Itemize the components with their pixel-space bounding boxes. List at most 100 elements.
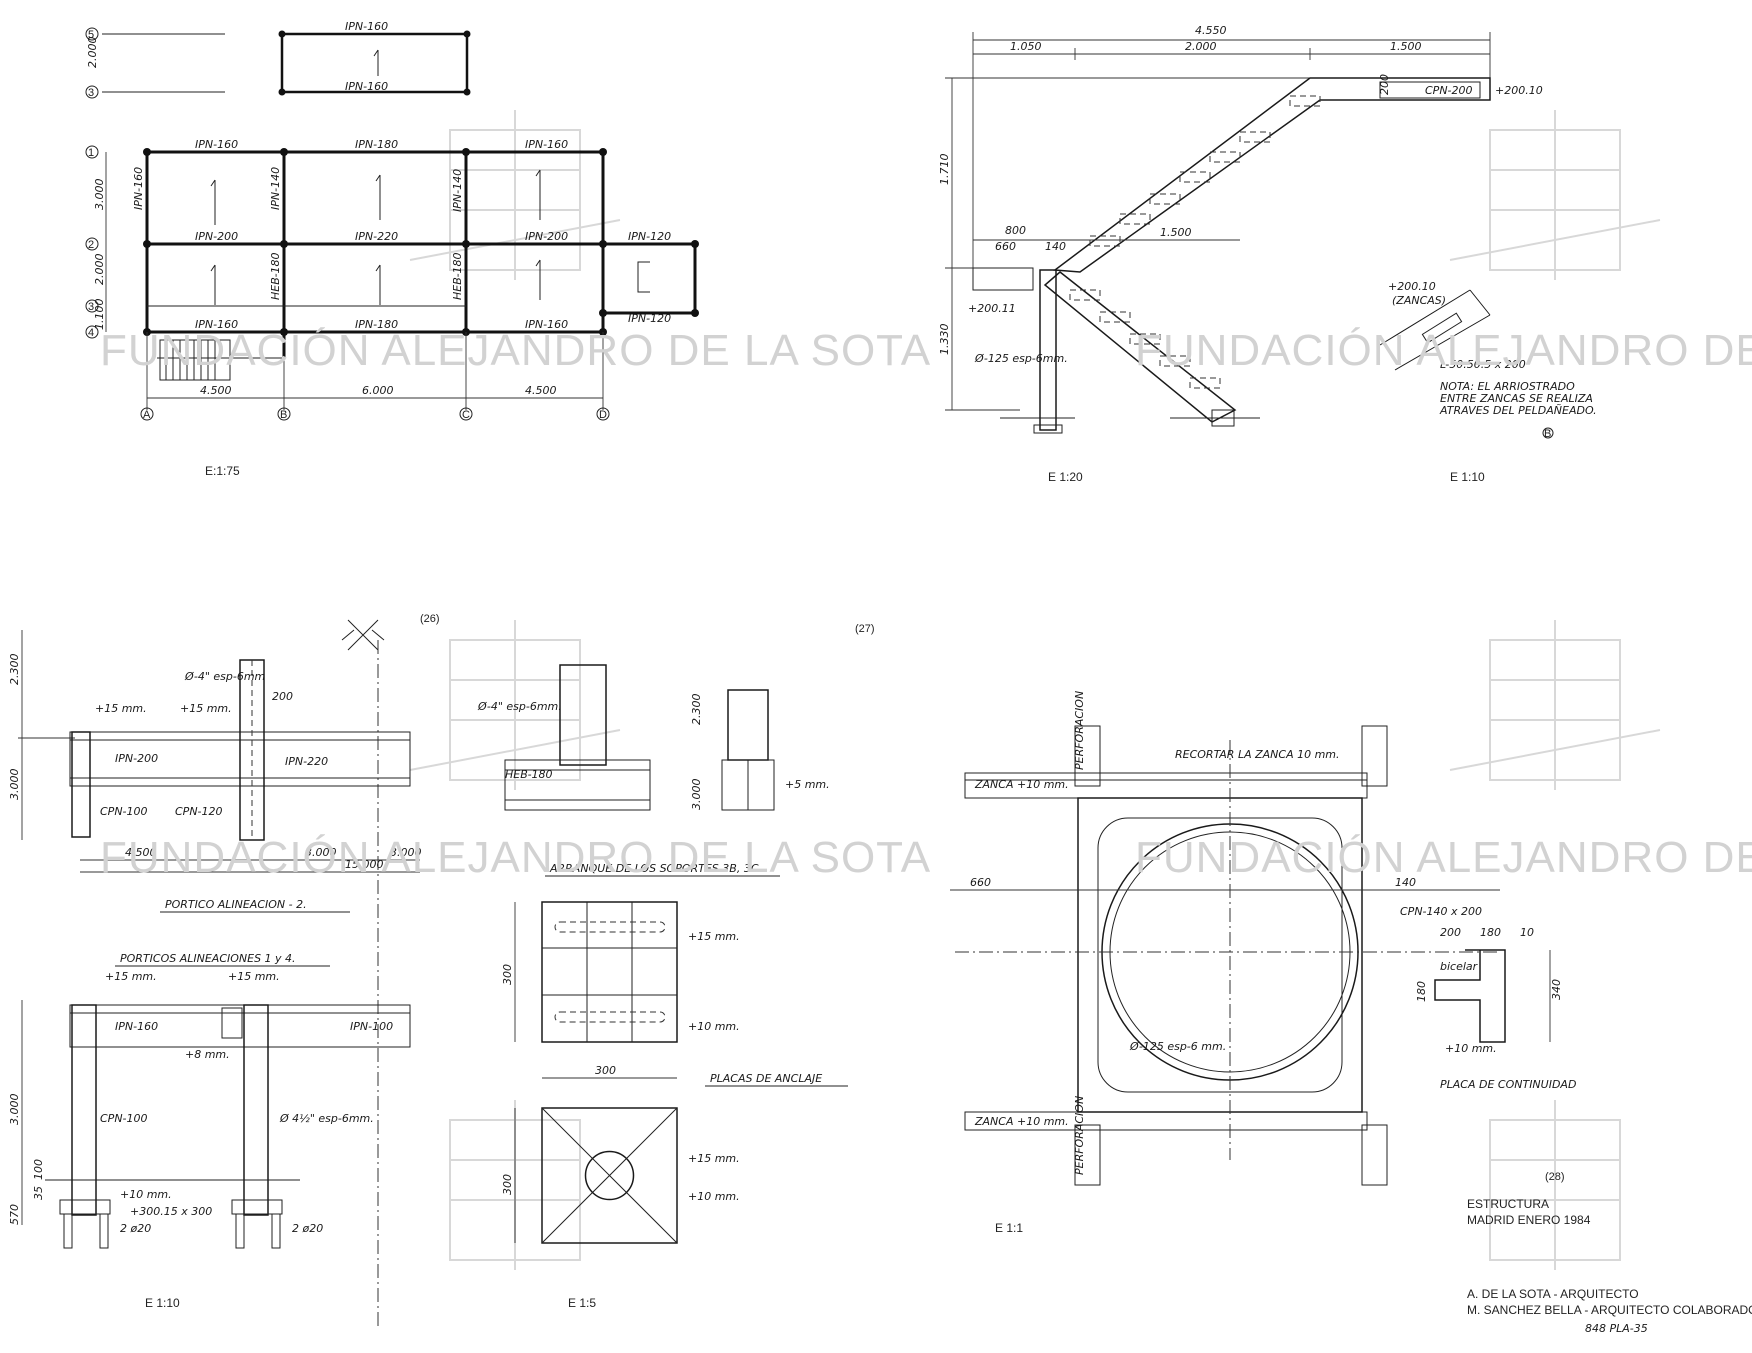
svg-text:800: 800 — [1005, 224, 1026, 237]
svg-text:MADRID ENERO 1984: MADRID ENERO 1984 — [1467, 1213, 1591, 1227]
supports-title: ARRANQUE DE LOS SOPORTES 3B, 3C. — [549, 862, 762, 875]
beam-label: IPN-120 — [628, 312, 671, 325]
beam-label: IPN-180 — [355, 318, 398, 331]
svg-text:CPN-100: CPN-100 — [100, 1112, 148, 1125]
svg-text:+15 mm.: +15 mm. — [95, 702, 147, 715]
svg-text:A: A — [143, 409, 151, 421]
svg-text:L-50.50.5 x 200: L-50.50.5 x 200 — [1440, 358, 1526, 371]
svg-text:+10 mm.: +10 mm. — [688, 1190, 740, 1203]
svg-text:660: 660 — [995, 240, 1016, 253]
plates-title: PLACAS DE ANCLAJE — [710, 1072, 822, 1085]
svg-text:C: C — [462, 409, 470, 421]
svg-text:3.000: 3.000 — [8, 1094, 21, 1126]
axis-bubbles-left: 1 2 3 4 — [85, 145, 99, 339]
svg-text:180: 180 — [1415, 981, 1428, 1002]
svg-text:HEB-180: HEB-180 — [505, 768, 553, 781]
svg-text:180: 180 — [1480, 926, 1501, 939]
svg-text:3.000: 3.000 — [390, 846, 422, 859]
beam-label: HEB-180 — [269, 252, 282, 300]
scale-label: E 1:1 — [995, 1221, 1023, 1235]
beam-label: IPN-160 — [195, 318, 238, 331]
axis-bubbles-bottom: A B C D — [140, 407, 610, 421]
svg-text:1.710: 1.710 — [938, 154, 951, 186]
svg-text:200: 200 — [1378, 74, 1391, 95]
svg-text:3.000: 3.000 — [305, 846, 337, 859]
svg-text:35: 35 — [32, 1186, 45, 1200]
svg-text:IPN-160: IPN-160 — [115, 1020, 158, 1033]
svg-text:3.000: 3.000 — [690, 779, 703, 811]
svg-text:300: 300 — [501, 964, 514, 985]
svg-text:CPN-120: CPN-120 — [175, 805, 223, 818]
axis-3b-label: 3 — [88, 87, 94, 99]
svg-text:FUNDACIÓN ALEJANDRO DE LA SOTA: FUNDACIÓN ALEJANDRO DE LA SOTA — [1135, 833, 1752, 882]
svg-text:IPN-200: IPN-200 — [115, 752, 158, 765]
scale-label: E 1:10 — [1450, 470, 1485, 484]
svg-text:+15 mm.: +15 mm. — [180, 702, 232, 715]
title-block: ESTRUCTURA MADRID ENERO 1984 A. DE LA SO… — [1467, 1197, 1752, 1335]
svg-text:Ø-125 esp-6mm.: Ø-125 esp-6mm. — [974, 352, 1068, 365]
svg-text:2.300: 2.300 — [8, 654, 21, 686]
svg-text:+200.11: +200.11 — [968, 302, 1016, 315]
overall-dim: 4.550 — [1195, 24, 1227, 37]
svg-text:15.000: 15.000 — [345, 858, 384, 871]
svg-text:B: B — [1544, 428, 1551, 440]
scale-label: E 1:20 — [1048, 470, 1083, 484]
scale-label: E 1:5 — [568, 1296, 596, 1310]
beam-label: IPN-160 — [525, 138, 568, 151]
svg-text:300: 300 — [501, 1174, 514, 1195]
svg-text:M. SANCHEZ BELLA - ARQUITECTO: M. SANCHEZ BELLA - ARQUITECTO COLABORADO… — [1467, 1303, 1752, 1317]
svg-text:570: 570 — [8, 1204, 21, 1225]
svg-text:+10 mm.: +10 mm. — [688, 1020, 740, 1033]
beam-label: IPN-140 — [451, 169, 464, 212]
svg-text:(26): (26) — [420, 613, 440, 625]
svg-text:1.330: 1.330 — [938, 324, 951, 356]
portico-title: PORTICO ALINEACION - 2. — [165, 898, 307, 911]
svg-text:140: 140 — [1395, 876, 1416, 889]
svg-text:1.500: 1.500 — [1160, 226, 1192, 239]
svg-text:Ø 4½" esp-6mm.: Ø 4½" esp-6mm. — [279, 1112, 374, 1125]
beam-label: IPN-180 — [355, 138, 398, 151]
svg-text:+10 mm.: +10 mm. — [120, 1188, 172, 1201]
svg-text:(27): (27) — [855, 623, 875, 635]
node-detail: 660 140 ZANCA +10 mm. RECORTAR LA ZANCA … — [950, 691, 1576, 1235]
svg-text:1.500: 1.500 — [1390, 40, 1422, 53]
support-details: (27) Ø-4" esp-6mm. HEB-180 +5 mm. 2.300 … — [477, 623, 875, 1310]
beam-label: IPN-160 — [345, 20, 388, 33]
svg-text:4: 4 — [88, 327, 94, 339]
svg-text:B: B — [280, 409, 287, 421]
svg-text:2 ø20: 2 ø20 — [292, 1222, 323, 1235]
svg-text:+15 mm.: +15 mm. — [228, 970, 280, 983]
dim-ab: 4.500 — [200, 384, 232, 397]
svg-text:2.000: 2.000 — [1185, 40, 1217, 53]
svg-text:IPN-220: IPN-220 — [285, 755, 328, 768]
svg-text:+200.10: +200.10 — [1495, 84, 1543, 97]
svg-text:NOTA: EL ARRIOSTRADO: NOTA: EL ARRIOSTRADO — [1440, 380, 1575, 393]
beam-label: IPN-220 — [355, 230, 398, 243]
beam-label: IPN-160 — [345, 80, 388, 93]
beam-label: IPN-200 — [525, 230, 568, 243]
beam-label: IPN-160 — [195, 138, 238, 151]
svg-text:+5 mm.: +5 mm. — [785, 778, 830, 791]
floor-plan: 5 3 2.000 IPN-160 IPN-160 — [85, 20, 699, 478]
svg-text:3: 3 — [88, 301, 94, 313]
dim-cd: 4.500 — [525, 384, 557, 397]
watermark-text: FUNDACIÓN ALEJANDRO DE LA SOTA FUNDACIÓN… — [100, 326, 1752, 882]
svg-text:200: 200 — [272, 690, 293, 703]
svg-text:ESTRUCTURA: ESTRUCTURA — [1467, 1197, 1549, 1211]
svg-text:PERFORACION: PERFORACION — [1073, 1096, 1086, 1175]
svg-text:CPN-140 x 200: CPN-140 x 200 — [1400, 905, 1482, 918]
svg-text:A. DE LA SOTA - ARQUITECTO: A. DE LA SOTA - ARQUITECTO — [1467, 1287, 1639, 1301]
scale-label: E 1:10 — [145, 1296, 180, 1310]
svg-text:+300.15 x 300: +300.15 x 300 — [130, 1205, 212, 1218]
svg-text:10: 10 — [1520, 926, 1534, 939]
dim-bc: 6.000 — [362, 384, 394, 397]
svg-text:848 PLA-35: 848 PLA-35 — [1585, 1322, 1648, 1335]
svg-text:D: D — [599, 409, 607, 421]
svg-text:2.300: 2.300 — [690, 694, 703, 726]
svg-text:FUNDACIÓN ALEJANDRO DE LA SOTA: FUNDACIÓN ALEJANDRO DE LA SOTA — [100, 326, 931, 375]
svg-text:2: 2 — [88, 239, 94, 251]
svg-text:+15 mm.: +15 mm. — [105, 970, 157, 983]
svg-text:660: 660 — [970, 876, 991, 889]
svg-text:300: 300 — [595, 1064, 616, 1077]
